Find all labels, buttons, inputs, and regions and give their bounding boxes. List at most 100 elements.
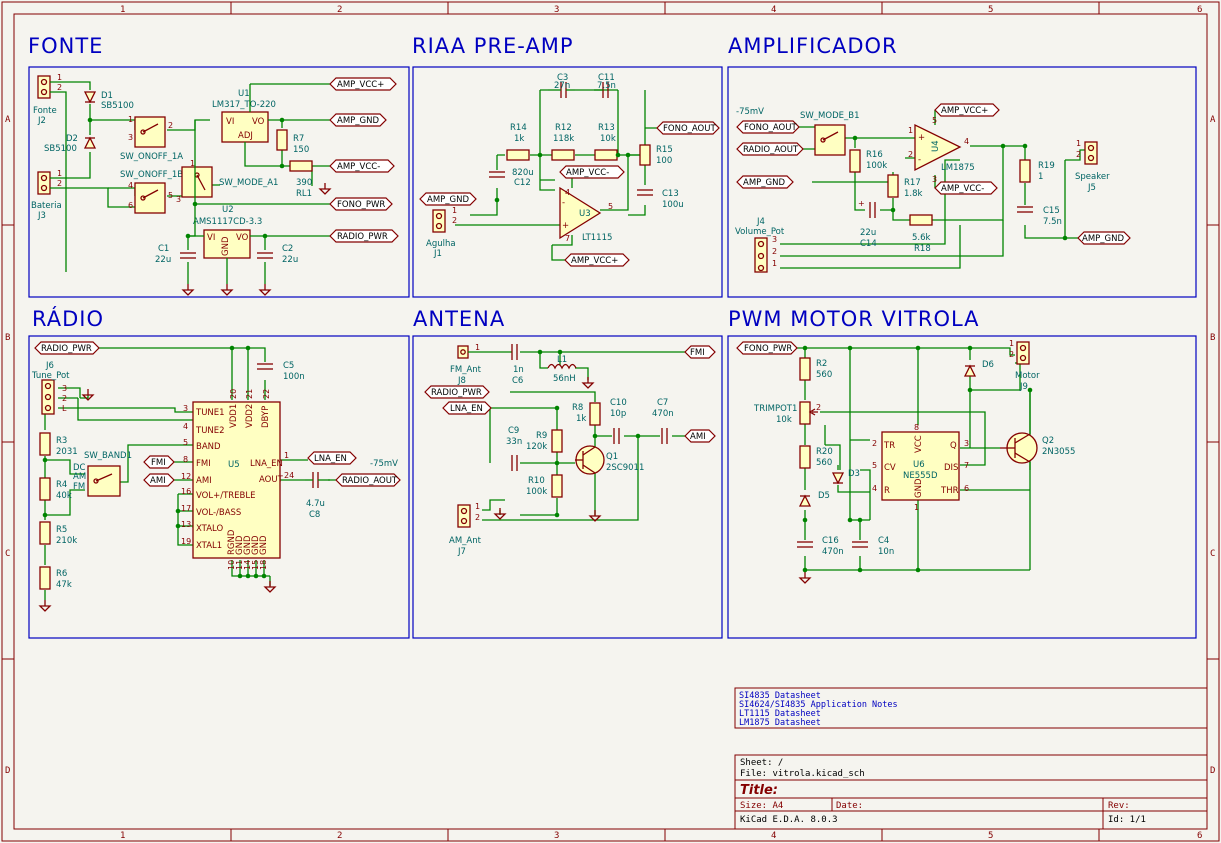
svg-text:R19: R19: [1038, 161, 1055, 171]
svg-text:GND: GND: [251, 535, 261, 555]
col-label: 1: [120, 831, 125, 841]
svg-text:2: 2: [475, 513, 480, 522]
svg-text:-: -: [918, 155, 921, 165]
svg-text:RADIO_PWR: RADIO_PWR: [337, 232, 388, 242]
svg-text:3: 3: [183, 404, 188, 413]
svg-text:THR: THR: [940, 486, 959, 496]
svg-text:33n: 33n: [506, 437, 522, 447]
svg-text:VI: VI: [207, 233, 215, 243]
net-label: LNA_EN: [442, 401, 492, 415]
svg-text:J9: J9: [1019, 382, 1028, 392]
col-label: 5: [988, 5, 993, 15]
resistor-r20: [799, 445, 811, 469]
svg-text:VOL+/TREBLE: VOL+/TREBLE: [196, 491, 255, 501]
svg-text:FMI: FMI: [690, 348, 705, 358]
svg-text:100k: 100k: [866, 161, 887, 171]
svg-text:C7: C7: [657, 398, 668, 408]
svg-text:4.7u: 4.7u: [306, 499, 325, 509]
connector-j8: [457, 345, 469, 359]
svg-text:C1: C1: [158, 244, 169, 254]
tb-file: File: vitrola.kicad_sch: [740, 769, 865, 779]
svg-text:5: 5: [183, 438, 188, 447]
radio-ic-u5: [192, 401, 281, 559]
svg-text:4: 4: [128, 181, 133, 190]
resistor-r16: [849, 149, 861, 173]
svg-text:-: -: [562, 198, 565, 208]
svg-text:DIS: DIS: [944, 463, 958, 473]
svg-text:AMP_VCC-: AMP_VCC-: [337, 162, 380, 172]
svg-text:CV: CV: [884, 463, 896, 473]
section-pwm: [727, 335, 1197, 639]
title-block: Sheet: / File: vitrola.kicad_sch Title: …: [734, 754, 1208, 830]
svg-text:FM_Ant: FM_Ant: [450, 365, 482, 375]
svg-text:U3: U3: [579, 209, 591, 219]
svg-text:14: 14: [243, 560, 252, 570]
svg-text:17: 17: [181, 504, 191, 513]
net-label: RADIO_PWR: [34, 341, 100, 355]
svg-text:C2: C2: [282, 244, 293, 254]
svg-text:3: 3: [964, 439, 969, 448]
svg-text:TUNE1: TUNE1: [195, 408, 225, 418]
svg-text:AMI: AMI: [150, 476, 166, 486]
svg-text:VO: VO: [236, 233, 249, 243]
svg-text:RL1: RL1: [296, 189, 312, 199]
resistor-r10: [551, 474, 563, 498]
svg-text:TRIMPOT1: TRIMPOT1: [753, 404, 797, 414]
resistor-rl1: [289, 160, 313, 172]
row-label: D: [1210, 766, 1215, 776]
svg-text:390: 390: [296, 178, 312, 188]
svg-text:AMP_VCC+: AMP_VCC+: [941, 106, 988, 116]
svg-text:R20: R20: [816, 447, 833, 457]
svg-text:22: 22: [262, 389, 271, 399]
svg-text:AMP_GND: AMP_GND: [337, 116, 379, 126]
tb-title: Title:: [740, 783, 778, 798]
svg-text:LM1875 Datasheet: LM1875 Datasheet: [739, 718, 821, 728]
svg-text:VI: VI: [226, 117, 234, 127]
svg-text:Speaker: Speaker: [1075, 172, 1110, 182]
opamp-u3: [559, 186, 602, 240]
svg-text:XTAL1: XTAL1: [196, 541, 222, 551]
svg-text:C12: C12: [514, 178, 531, 188]
svg-text:R2: R2: [816, 359, 827, 369]
svg-text:J5: J5: [1087, 183, 1096, 193]
svg-text:GND: GND: [914, 478, 924, 498]
svg-text:C6: C6: [512, 376, 523, 386]
svg-text:5: 5: [608, 202, 613, 211]
svg-text:D2: D2: [66, 134, 78, 144]
net-label: AMP_GND: [329, 113, 387, 127]
trimpot-1: [799, 401, 811, 425]
resistor-r6: [39, 566, 51, 590]
net-label: AMP_VCC+: [564, 253, 630, 267]
row-label: B: [1210, 333, 1215, 343]
section-fonte: [28, 66, 410, 298]
resistor-r12: [551, 149, 575, 161]
svg-text:24: 24: [284, 471, 294, 480]
svg-text:4: 4: [872, 484, 877, 493]
svg-text:XTALO: XTALO: [196, 524, 223, 534]
svg-text:J8: J8: [457, 376, 466, 386]
svg-text:1: 1: [57, 73, 62, 82]
svg-text:R18: R18: [914, 244, 931, 254]
svg-text:R16: R16: [866, 150, 883, 160]
svg-text:NE555D: NE555D: [903, 471, 938, 481]
svg-text:2: 2: [62, 394, 67, 403]
opamp-u4: [914, 123, 962, 172]
svg-text:C14: C14: [860, 239, 877, 249]
svg-text:1: 1: [57, 169, 62, 178]
svg-text:7: 7: [964, 461, 969, 470]
section-antena: [412, 335, 723, 639]
svg-text:R6: R6: [56, 569, 67, 579]
svg-text:SI4835 Datasheet: SI4835 Datasheet: [739, 691, 821, 701]
svg-text:AMI: AMI: [196, 476, 212, 486]
svg-text:AM: AM: [73, 472, 86, 482]
svg-text:3: 3: [932, 175, 937, 184]
svg-text:21: 21: [245, 389, 254, 399]
svg-text:2: 2: [772, 247, 777, 256]
resistor-r8: [589, 402, 601, 426]
svg-text:Fonte: Fonte: [33, 106, 57, 116]
svg-text:210k: 210k: [56, 536, 77, 546]
svg-text:7.5n: 7.5n: [1043, 217, 1062, 227]
svg-text:Tune_Pot: Tune_Pot: [31, 371, 70, 381]
net-label: AMP_GND: [1077, 231, 1131, 245]
